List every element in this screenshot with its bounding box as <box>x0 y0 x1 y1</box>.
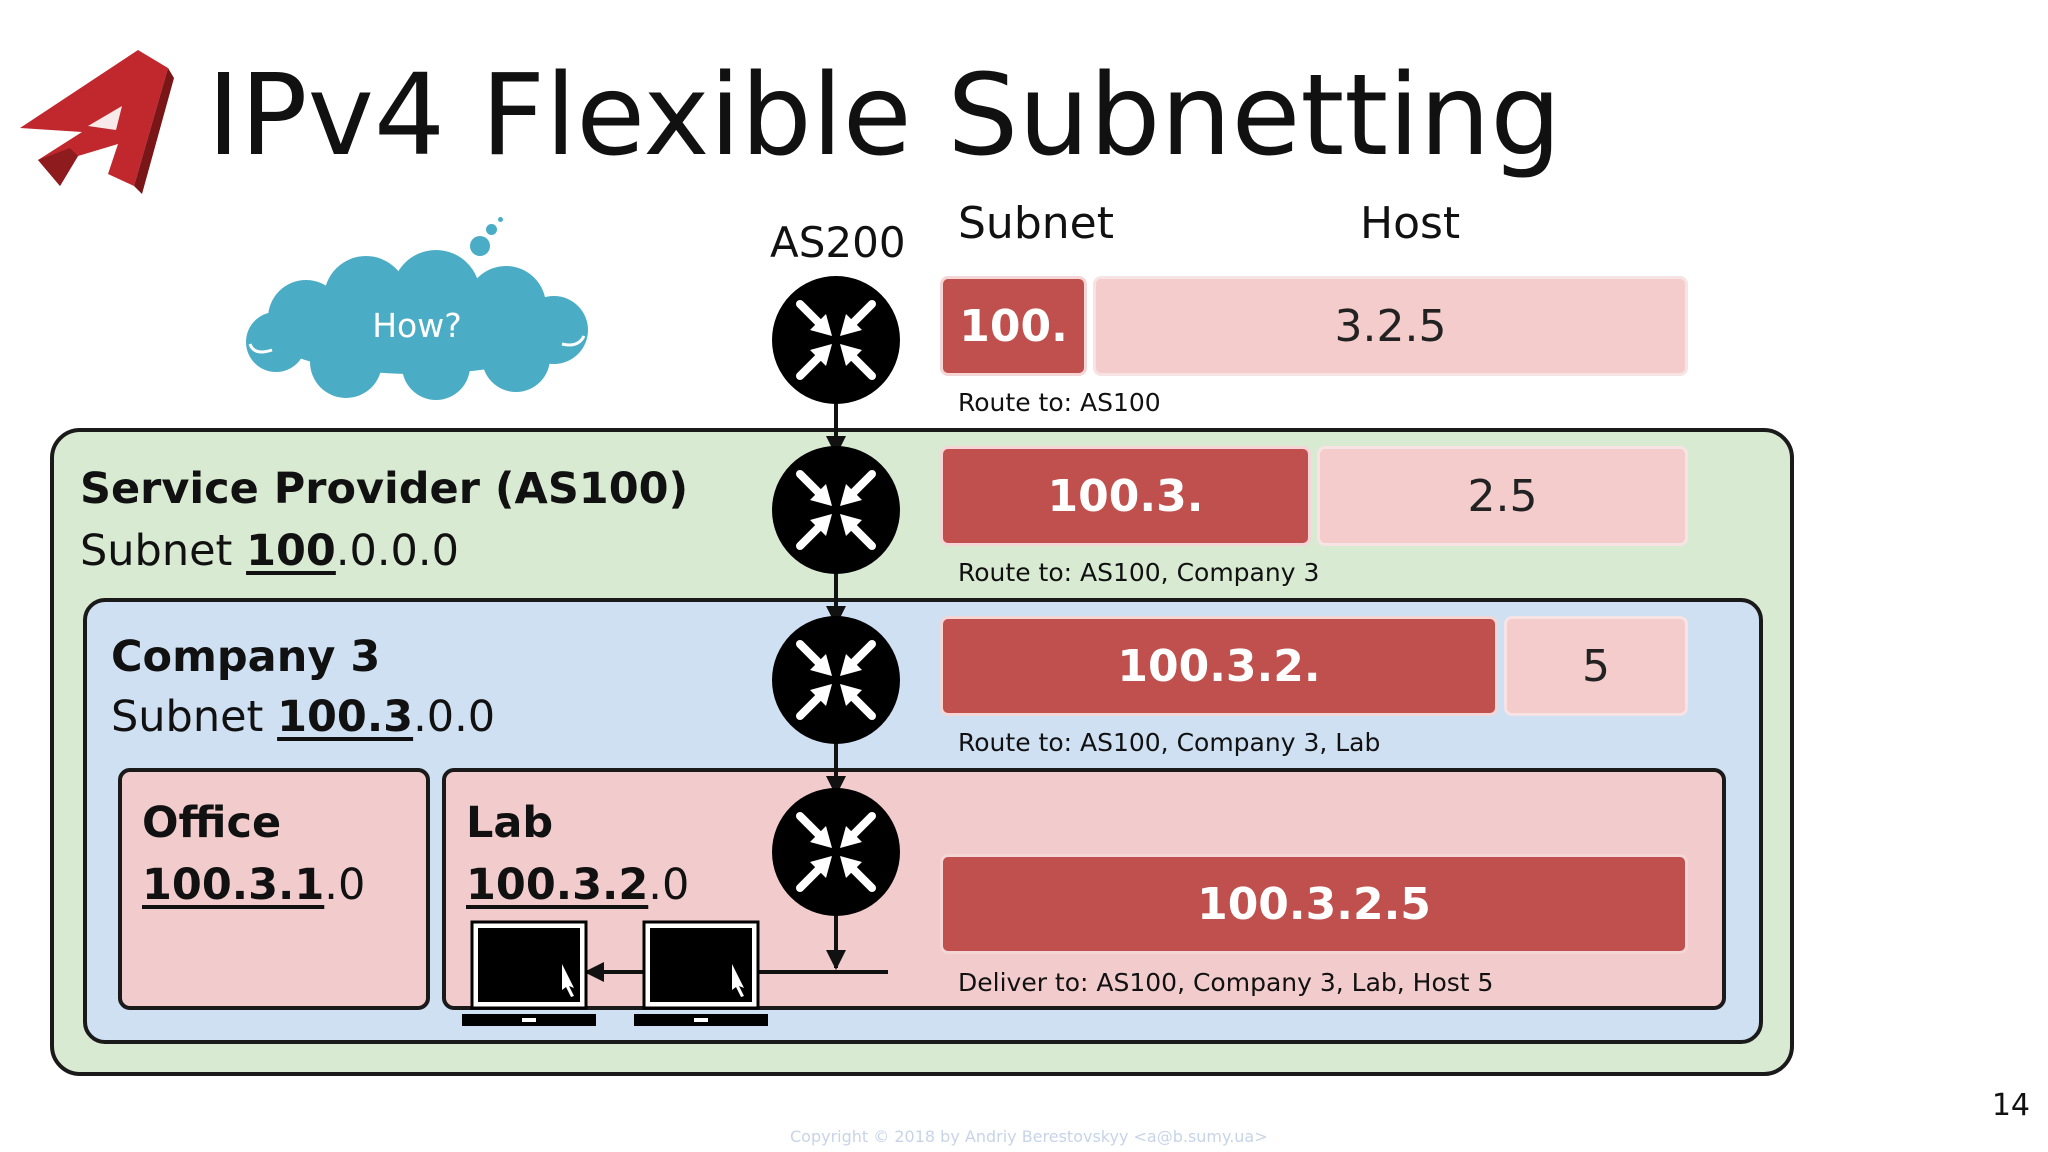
as200-label: AS200 <box>770 218 906 267</box>
thought-cloud-text: How? <box>372 305 462 345</box>
laptop-icon <box>632 920 770 1028</box>
page-number: 14 <box>1991 1088 2030 1123</box>
logo-icon <box>20 50 174 194</box>
provider-zone-name: Service Provider (AS100) <box>80 464 689 514</box>
host-part-segment: 3.2.5 <box>1093 276 1688 376</box>
thought-bubble-large <box>470 236 490 256</box>
subnet-prefix: Subnet <box>80 526 247 576</box>
route-caption: Deliver to: AS100, Company 3, Lab, Host … <box>958 968 1494 997</box>
subnet-rest: .0 <box>648 860 690 910</box>
cursor-icon <box>562 964 574 997</box>
subnet-prefix: Subnet <box>111 692 278 742</box>
provider-zone-subnet: Subnet 100.0.0.0 <box>80 526 459 576</box>
page-title: IPv4 Flexible Subnetting <box>207 51 1562 181</box>
company-zone-name: Company 3 <box>111 632 381 682</box>
network-part-segment: 100. <box>940 276 1087 376</box>
network-part-segment: 100.3.2.5 <box>940 854 1688 954</box>
cursor-icon <box>732 964 744 997</box>
thought-bubble-medium <box>486 224 497 235</box>
host-part-segment: 5 <box>1504 616 1688 716</box>
office-zone-name: Office <box>142 798 282 848</box>
subnet-network-part: 100.3.1 <box>142 860 325 910</box>
subnet-network-part: 100.3 <box>277 692 414 742</box>
laptop-icon <box>460 920 598 1028</box>
lab-zone-subnet: 100.3.2.0 <box>466 860 689 910</box>
router-icon <box>772 788 900 916</box>
subnet-network-part: 100 <box>246 526 336 576</box>
copyright-notice: Copyright © 2018 by Andriy Berestovskyy … <box>790 1127 1268 1146</box>
subnet-column-header: Subnet <box>958 198 1114 249</box>
office-zone <box>118 768 430 1010</box>
subnet-network-part: 100.3.2 <box>466 860 649 910</box>
route-caption: Route to: AS100, Company 3 <box>958 558 1320 587</box>
subnet-rest: .0.0 <box>413 692 496 742</box>
route-caption: Route to: AS100, Company 3, Lab <box>958 728 1381 757</box>
company-zone-subnet: Subnet 100.3.0.0 <box>111 692 495 742</box>
thought-bubble-small <box>498 217 503 222</box>
network-part-segment: 100.3.2. <box>940 616 1498 716</box>
office-zone-subnet: 100.3.1.0 <box>142 860 365 910</box>
thought-cloud-icon <box>246 250 588 400</box>
network-part-segment: 100.3. <box>940 446 1311 546</box>
host-part-segment: 2.5 <box>1317 446 1688 546</box>
subnet-rest: .0 <box>324 860 366 910</box>
lab-zone-name: Lab <box>466 798 554 848</box>
router-icon <box>772 276 900 404</box>
router-icon <box>772 616 900 744</box>
host-column-header: Host <box>1360 198 1461 249</box>
router-icon <box>772 446 900 574</box>
route-caption: Route to: AS100 <box>958 388 1161 417</box>
subnet-rest: .0.0.0 <box>335 526 459 576</box>
